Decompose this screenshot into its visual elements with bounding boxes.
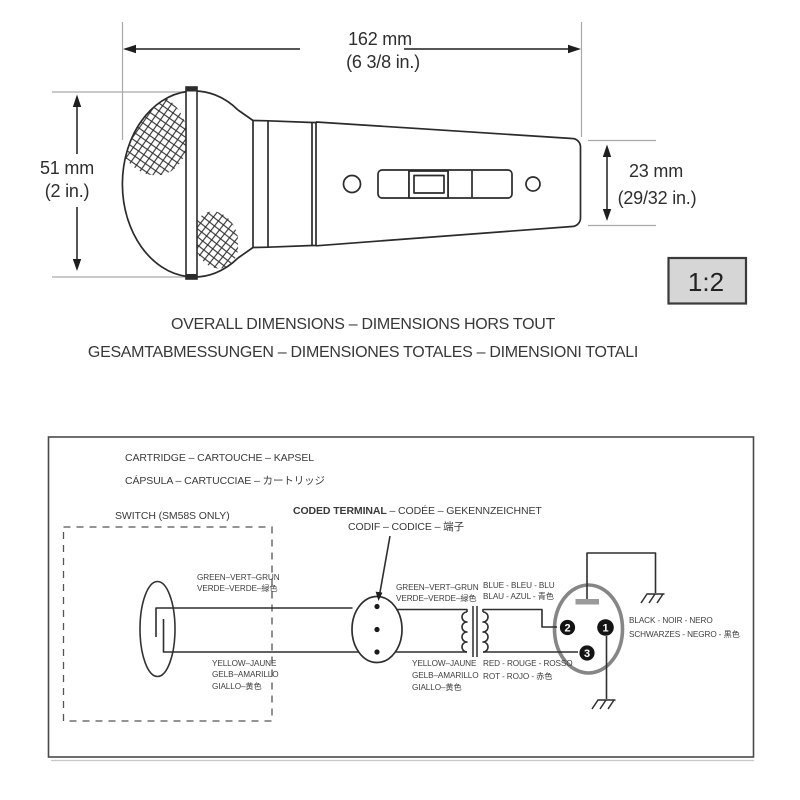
caption-line2: GESAMTABMESSUNGEN – DIMENSIONES TOTALES …	[88, 344, 638, 361]
cartridge-ellipse	[139, 580, 176, 678]
coded-terminal-rest: – CODÉE – GEKENNZEICHNET	[387, 504, 543, 517]
left-yellow-label3: GIALLO–黄色	[212, 681, 262, 691]
grille-mesh-lower	[193, 211, 238, 269]
arrow-up-icon	[72, 94, 82, 107]
arrow-down-icon	[72, 259, 82, 271]
depth-dimension: 23 mm (29/32 in.)	[602, 144, 697, 221]
mid-yellow-label2: GELB–AMARILLO	[412, 671, 479, 680]
ground-symbol-bottom	[591, 699, 617, 710]
depth-mm-label: 23 mm	[629, 161, 683, 181]
width-in-label: (6 3/8 in.)	[346, 52, 420, 72]
height-dimension: 51 mm (2 in.)	[40, 94, 94, 271]
terminal-to-transformer-wires	[395, 608, 468, 653]
arrow-right-icon	[568, 44, 581, 54]
depth-in-label: (29/32 in.)	[618, 188, 697, 208]
coded-terminal-bold: CODED TERMINAL	[293, 505, 387, 517]
cartridge-header-line2: CÁPSULA – CARTUCCIAE – カートリッジ	[125, 474, 325, 487]
blue-label1: BLUE - BLEU - BLU	[483, 581, 555, 590]
scale-box: 1:2	[667, 256, 748, 305]
xlr-connector-ring	[552, 583, 625, 675]
blue-label2: BLAU - AZUL - 青色	[483, 591, 554, 601]
mid-yellow-label3: GIALLO–黄色	[412, 682, 462, 692]
mid-green-label2: VERDE–VERDE–緑色	[396, 593, 477, 603]
switch-wires	[155, 607, 359, 653]
transformer-core	[472, 606, 478, 657]
width-mm-label: 162 mm	[348, 29, 412, 49]
terminal-dots	[374, 603, 380, 655]
switch-dashed-box	[62, 526, 273, 722]
transformer-to-xlr-wires	[482, 608, 578, 653]
pin-3	[579, 645, 595, 661]
screw-hole-right	[525, 176, 541, 192]
xlr-shell-bar	[575, 599, 599, 605]
dimension-drawing: 162 mm (6 3/8 in.) 51 mm (2 in.) 23 mm (…	[40, 22, 748, 361]
width-dimension: 162 mm (6 3/8 in.)	[123, 29, 581, 72]
height-mm-label: 51 mm	[40, 158, 94, 178]
mid-yellow-label1: YELLOW–JAUNE	[412, 659, 477, 668]
arrow-left-icon	[123, 44, 136, 54]
wiring-diagram: CARTRIDGE – CARTOUCHE – KAPSEL CÁPSULA –…	[47, 436, 755, 762]
grille-band	[185, 86, 198, 280]
cartridge-header-line1: CARTRIDGE – CARTOUCHE – KAPSEL	[125, 452, 314, 464]
coded-terminal-line2: CODIF – CODICE – 端子	[348, 520, 464, 533]
arrowhead-icon	[375, 591, 383, 601]
left-green-label2: VERDE–VERDE–緑色	[197, 583, 278, 593]
black-label1: BLACK - NOIR - NERO	[629, 616, 713, 625]
xlr-pins: 2 1 3	[559, 619, 614, 661]
shell-ground-wire	[586, 552, 657, 599]
arrow-up-icon	[602, 144, 612, 157]
caption-line1: OVERALL DIMENSIONS – DIMENSIONS HORS TOU…	[171, 316, 555, 333]
red-label1: RED - ROUGE - ROSSO	[483, 659, 573, 668]
mid-green-label1: GREEN–VERT–GRUN	[396, 583, 479, 592]
wiring-border	[47, 436, 755, 758]
mic-handle	[315, 121, 582, 247]
height-in-label: (2 in.)	[45, 181, 90, 201]
black-label2: SCHWARZES - NEGRO - 黒色	[629, 629, 740, 639]
wire-color-labels: GREEN–VERT–GRUN VERDE–VERDE–緑色 YELLOW–JA…	[197, 573, 740, 692]
switch-label: SWITCH (SM58S ONLY)	[115, 510, 230, 522]
leader-arrow	[375, 535, 391, 601]
arrow-down-icon	[602, 209, 612, 221]
left-yellow-label1: YELLOW–JAUNE	[212, 659, 277, 668]
ground-symbol-top	[640, 593, 666, 604]
captions: OVERALL DIMENSIONS – DIMENSIONS HORS TOU…	[88, 316, 638, 361]
pin-1	[597, 619, 614, 636]
mic-body	[237, 109, 582, 259]
left-yellow-label2: GELB–AMARILLO	[212, 670, 279, 679]
scale-ratio-label: 1:2	[688, 267, 724, 297]
coded-terminal-header: CODED TERMINAL – CODÉE – GEKENNZEICHNET	[293, 504, 542, 517]
pin-2	[559, 619, 576, 636]
switch-plate	[377, 169, 513, 199]
transformer	[461, 606, 489, 657]
extension-lines	[52, 22, 656, 278]
transformer-right-coil	[482, 611, 489, 653]
pin-2-number: 2	[564, 623, 570, 635]
microphone-outline	[121, 86, 582, 280]
pin-3-number: 3	[584, 648, 590, 660]
pin-1-number: 1	[602, 623, 608, 635]
transformer-left-coil	[461, 611, 468, 653]
screw-hole-left	[342, 174, 362, 194]
left-green-label1: GREEN–VERT–GRUN	[197, 573, 280, 582]
red-label2: ROT - ROJO - 赤色	[483, 671, 552, 681]
